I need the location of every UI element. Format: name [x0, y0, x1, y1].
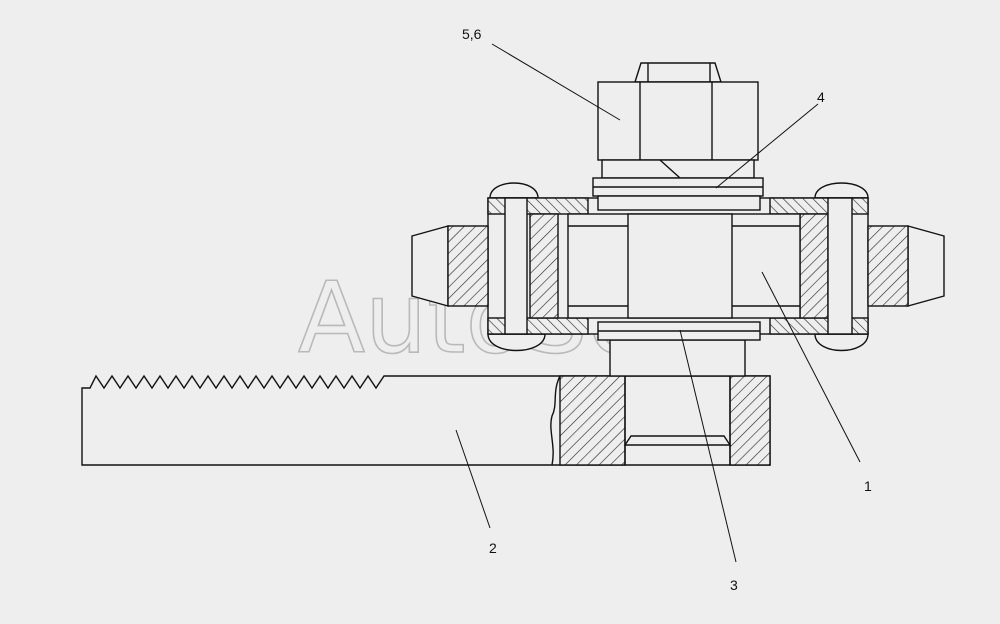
- part-assembly: [81, 62, 945, 466]
- rack-bar: [81, 374, 771, 466]
- rivet-head-top-right: [814, 182, 869, 199]
- leader-2: [455, 429, 491, 529]
- leader-5-6: [491, 43, 621, 121]
- gear-disc: [411, 197, 945, 335]
- nut-bolt: [597, 62, 759, 179]
- rivet-head-top-left: [489, 182, 539, 199]
- leader-lines: [455, 43, 861, 563]
- leader-4: [715, 103, 819, 189]
- callout-5-6: 5,6: [462, 26, 482, 42]
- rivet-head-bottom-right: [814, 333, 869, 352]
- callout-4: 4: [817, 89, 825, 105]
- rivet-head-bottom-left: [487, 333, 546, 352]
- bolt-shank: [609, 339, 746, 377]
- callout-1: 1: [864, 478, 872, 494]
- callout-2: 2: [489, 540, 497, 556]
- leader-1: [761, 271, 861, 463]
- leader-3: [679, 329, 737, 563]
- washer-bottom: [597, 321, 761, 341]
- washer-top: [592, 177, 764, 197]
- callout-3: 3: [730, 577, 738, 593]
- spacer-top: [597, 195, 761, 211]
